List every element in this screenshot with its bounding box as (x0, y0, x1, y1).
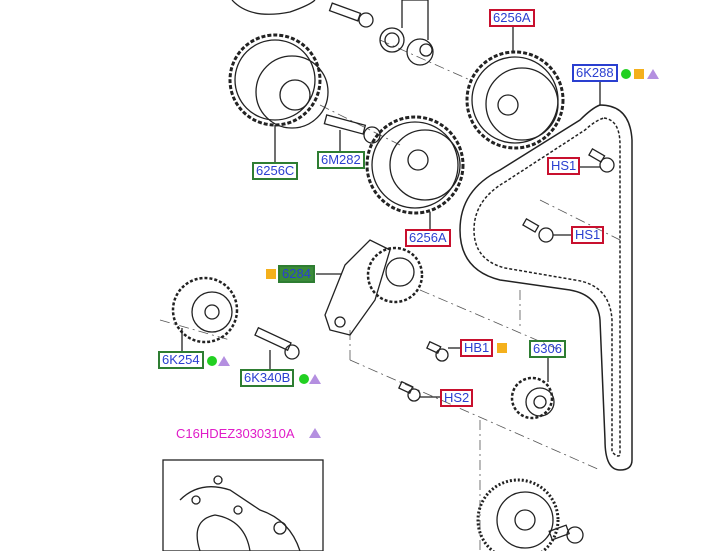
orange-square-icon (634, 69, 644, 79)
assembly-link[interactable]: C16HDEZ3030310A (176, 426, 295, 441)
part-label-hs2[interactable]: HS2 (440, 389, 474, 407)
crankshaft-sprocket (510, 376, 555, 420)
vvt-sprocket (228, 33, 329, 129)
timing-belt (459, 104, 633, 471)
green-circle-icon (621, 69, 631, 79)
part-label-6k254[interactable]: 6K254 (158, 351, 204, 369)
part-label-hs1[interactable]: HS1 (571, 226, 605, 244)
purple-triangle-icon (309, 428, 321, 438)
part-label-6256a-top[interactable]: 6256A (489, 9, 535, 27)
orange-square-icon (497, 343, 507, 353)
part-label-6k340b[interactable]: 6K340B (240, 369, 295, 387)
purple-triangle-icon (647, 69, 659, 79)
green-circle-icon (299, 374, 309, 384)
part-label-6256a-mid[interactable]: 6256A (405, 229, 451, 247)
camshaft-sprocket-a (465, 50, 565, 150)
top-sprocket (231, 0, 316, 15)
camshaft-sprocket-b (365, 115, 465, 215)
part-label-6256c[interactable]: 6256C (252, 162, 299, 180)
green-circle-icon (207, 356, 217, 366)
purple-triangle-icon (309, 374, 321, 384)
water-pump-illustration (162, 459, 324, 551)
tensioner (324, 239, 424, 336)
part-label-6306[interactable]: 6306 (529, 340, 566, 358)
part-label-6284[interactable]: 6284 (278, 265, 315, 283)
crank-pulley (476, 478, 560, 551)
part-label-6k288[interactable]: 6K288 (572, 64, 618, 82)
orange-square-icon (266, 269, 276, 279)
idler-pulley (171, 276, 239, 344)
part-label-6m282[interactable]: 6M282 (317, 151, 365, 169)
part-label-hs1[interactable]: HS1 (547, 157, 581, 175)
part-label-hb1[interactable]: HB1 (460, 339, 494, 357)
purple-triangle-icon (218, 356, 230, 366)
